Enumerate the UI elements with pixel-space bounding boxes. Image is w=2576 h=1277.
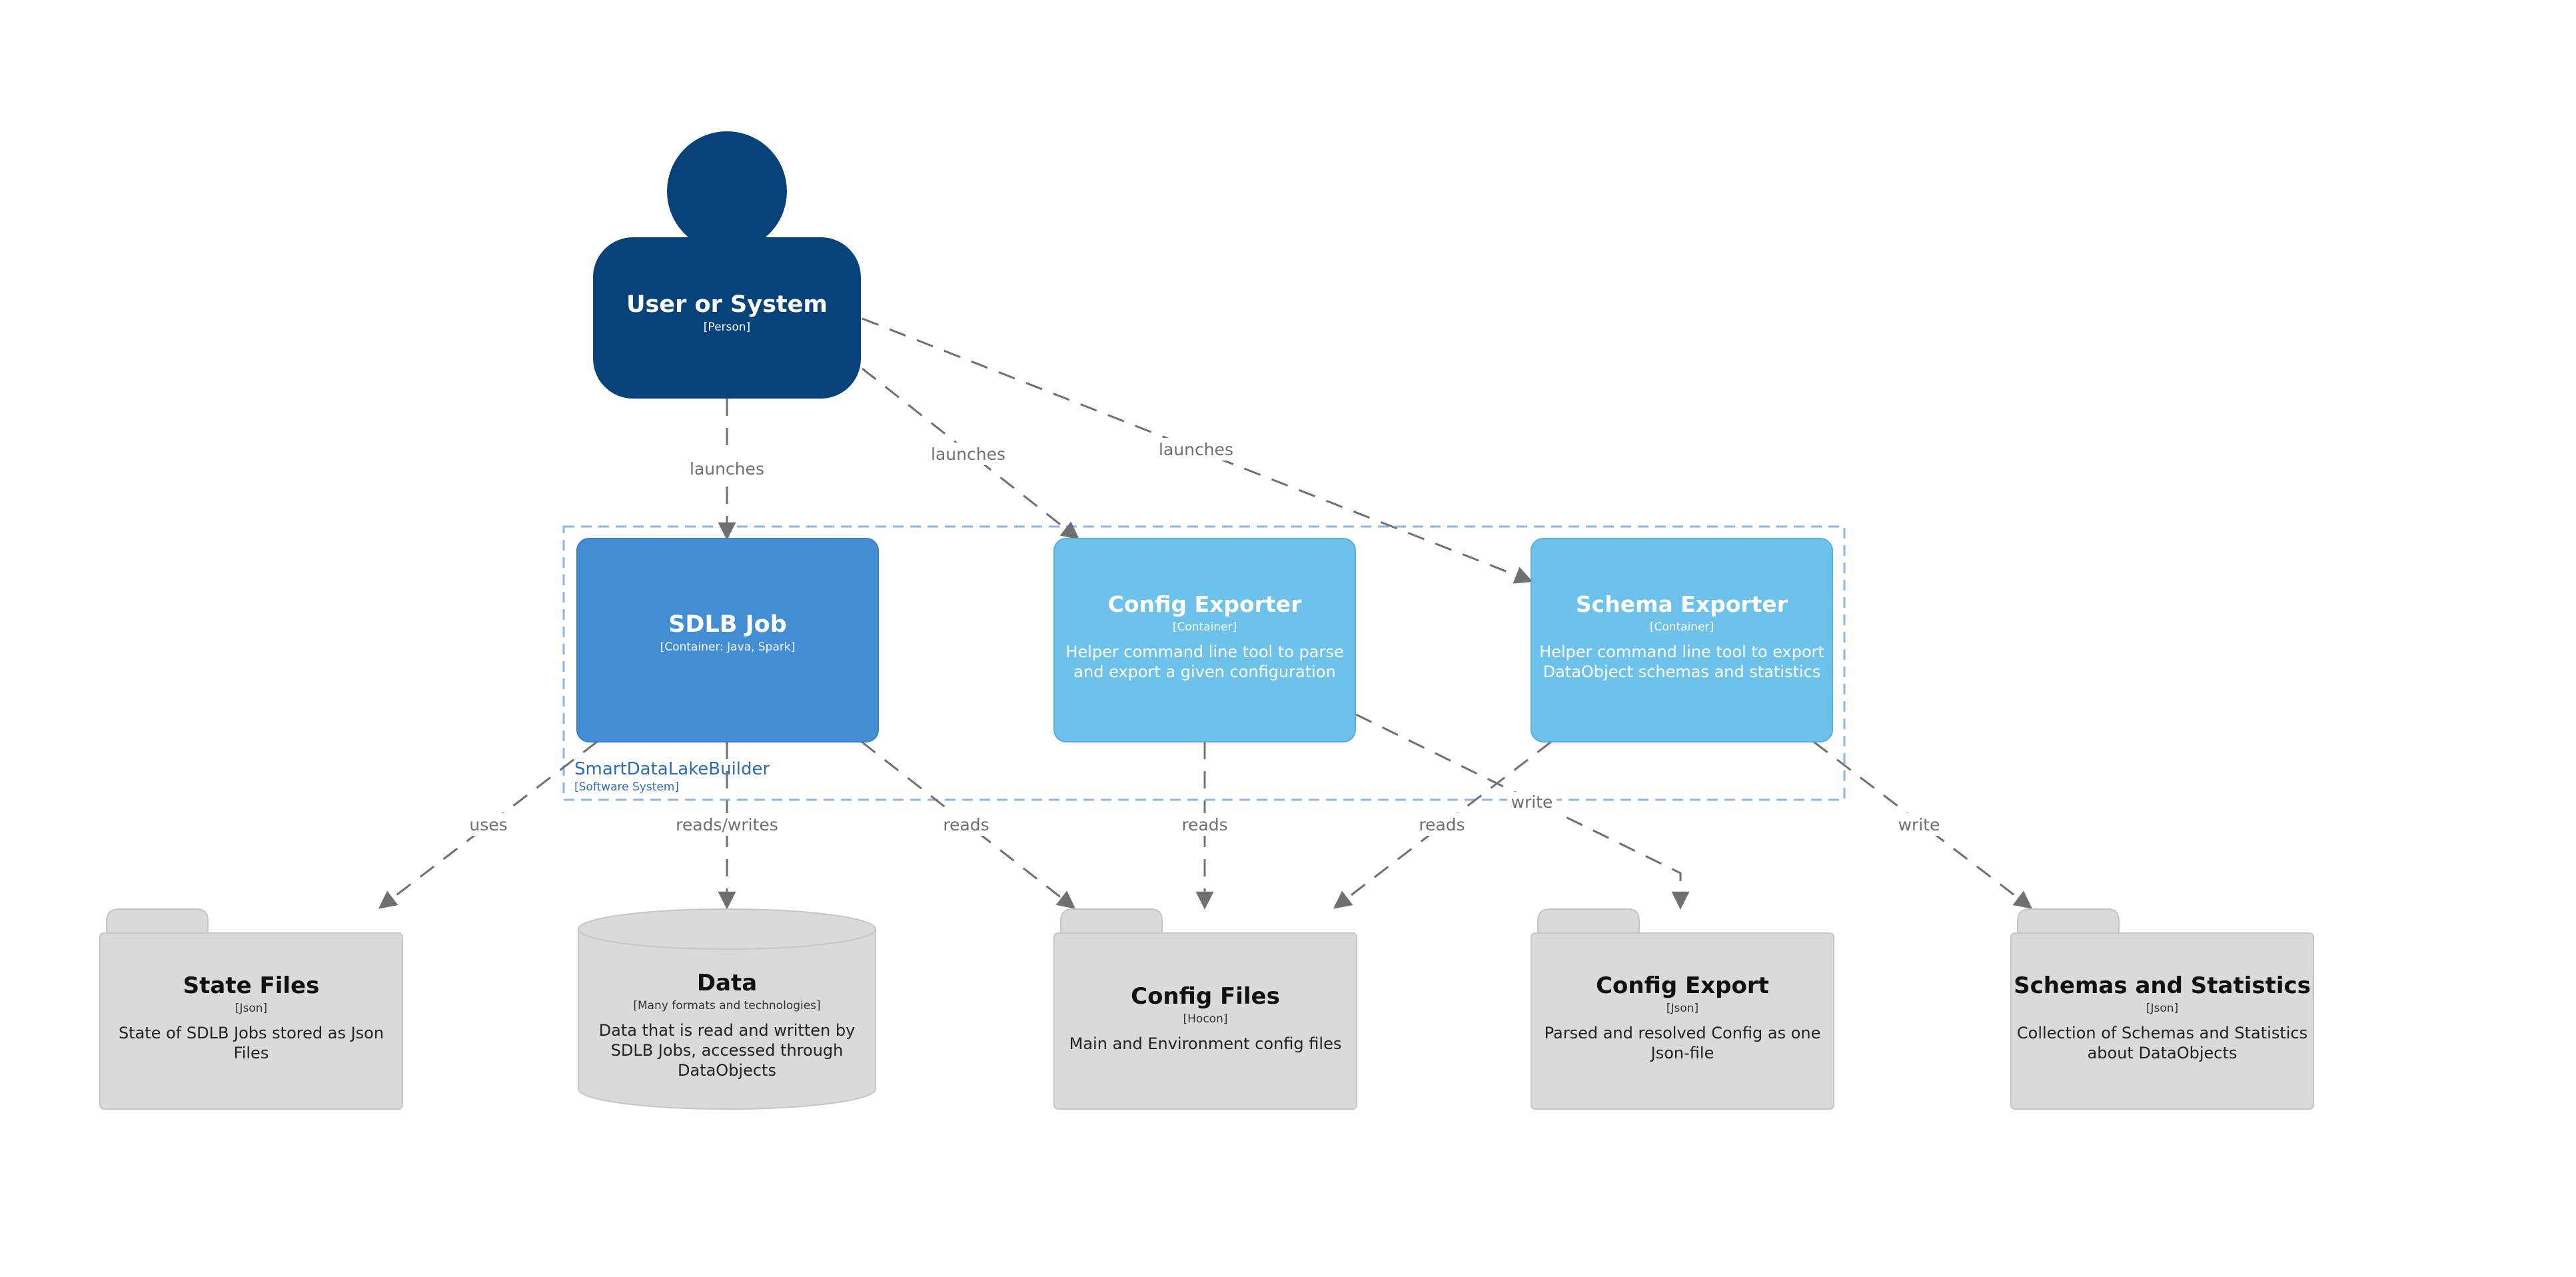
rel-sdlb-config-files — [861, 740, 1076, 909]
sdlb-job-name: SDLB Job — [668, 611, 787, 638]
schemas-stats-desc-1: Collection of Schemas and Statistics — [2017, 1024, 2307, 1042]
state-files-type: [Json] — [235, 1002, 267, 1015]
folder-tab-icon — [2017, 908, 2120, 934]
data-desc-3: DataObjects — [678, 1061, 776, 1080]
state-files-name: State Files — [183, 972, 320, 999]
person-name: User or System — [626, 291, 828, 318]
schemas-stats-type: [Json] — [2146, 1002, 2178, 1015]
label-config-reads: reads — [1181, 815, 1227, 834]
store-data: Data [Many formats and technologies] Dat… — [578, 908, 876, 1110]
config-exporter-desc-1: Helper command line tool to parse — [1065, 642, 1343, 661]
boundary-name: SmartDataLakeBuilder — [574, 759, 770, 779]
folder-tab-icon — [106, 908, 209, 934]
config-export-desc-1: Parsed and resolved Config as one — [1545, 1024, 1821, 1042]
folder-tab-icon — [1537, 908, 1640, 934]
rel-sdlb-state-files — [378, 740, 598, 909]
state-files-desc-2: Files — [234, 1044, 269, 1062]
rel-schema-exporter-config-files — [1333, 740, 1552, 909]
label-reads-writes: reads/writes — [676, 815, 778, 834]
label-launches-sdlb: launches — [690, 459, 764, 479]
person-body — [593, 237, 861, 399]
label-schema-reads: reads — [1419, 815, 1465, 834]
container-sdlb-job: SDLB Job [Container: Java, Spark] — [576, 538, 879, 742]
data-desc-1: Data that is read and written by — [599, 1021, 856, 1040]
config-files-type: [Hocon] — [1183, 1012, 1228, 1026]
config-exporter-type: [Container] — [1173, 621, 1237, 634]
data-type: [Many formats and technologies] — [633, 999, 820, 1012]
store-config-export: Config Export [Json] Parsed and resolved… — [1531, 908, 1834, 1110]
container-schema-exporter: Schema Exporter [Container] Helper comma… — [1531, 538, 1833, 742]
boundary-type: [Software System] — [574, 780, 679, 794]
label-uses: uses — [469, 815, 507, 834]
config-files-desc-1: Main and Environment config files — [1069, 1034, 1342, 1053]
software-system-boundary: SmartDataLakeBuilder [Software System] — [562, 525, 1846, 801]
schemas-stats-name: Schemas and Statistics — [2014, 972, 2311, 999]
person-head-icon — [667, 131, 787, 251]
person-user-or-system: User or System [Person] — [593, 131, 861, 399]
store-config-files: Config Files [Hocon] Main and Environmen… — [1053, 908, 1357, 1110]
schema-exporter-type: [Container] — [1650, 621, 1714, 634]
store-state-files: State Files [Json] State of SDLB Jobs st… — [99, 908, 403, 1110]
data-name-label: Data — [697, 970, 757, 996]
label-launches-config: launches — [931, 445, 1005, 464]
label-config-write: write — [1511, 792, 1553, 812]
sdlb-job-type: [Container: Java, Spark] — [660, 640, 796, 654]
label-launches-schema: launches — [1159, 440, 1233, 459]
label-schema-write: write — [1898, 815, 1940, 834]
person-type: [Person] — [704, 321, 750, 334]
store-schemas-and-statistics: Schemas and Statistics [Json] Collection… — [2010, 908, 2314, 1110]
rel-person-config-exporter — [862, 367, 1080, 540]
rel-schema-exporter-schemas — [1813, 740, 2033, 909]
schema-exporter-desc-1: Helper command line tool to export — [1539, 642, 1824, 661]
label-sdlb-reads: reads — [943, 815, 989, 834]
config-exporter-name: Config Exporter — [1108, 591, 1303, 617]
config-export-type: [Json] — [1666, 1002, 1698, 1015]
state-files-desc-1: State of SDLB Jobs stored as Json — [119, 1024, 384, 1042]
relationship-labels: launches launches launches uses reads/wr… — [466, 438, 1943, 836]
rel-config-exporter-config-export — [1355, 713, 1690, 910]
config-export-name: Config Export — [1596, 972, 1769, 999]
folder-tab-icon — [1060, 908, 1163, 934]
schemas-stats-desc-2: about DataObjects — [2088, 1044, 2238, 1062]
schema-exporter-desc-2: DataObject schemas and statistics — [1543, 662, 1821, 681]
database-cylinder-icon — [578, 929, 876, 1110]
config-files-name: Config Files — [1131, 983, 1280, 1010]
schema-exporter-name: Schema Exporter — [1576, 591, 1788, 617]
container-config-exporter: Config Exporter [Container] Helper comma… — [1053, 538, 1356, 742]
config-export-desc-2: Json-file — [1650, 1044, 1714, 1062]
data-desc-2: SDLB Jobs, accessed through — [611, 1041, 844, 1060]
config-exporter-desc-2: and export a given configuration — [1073, 662, 1335, 681]
